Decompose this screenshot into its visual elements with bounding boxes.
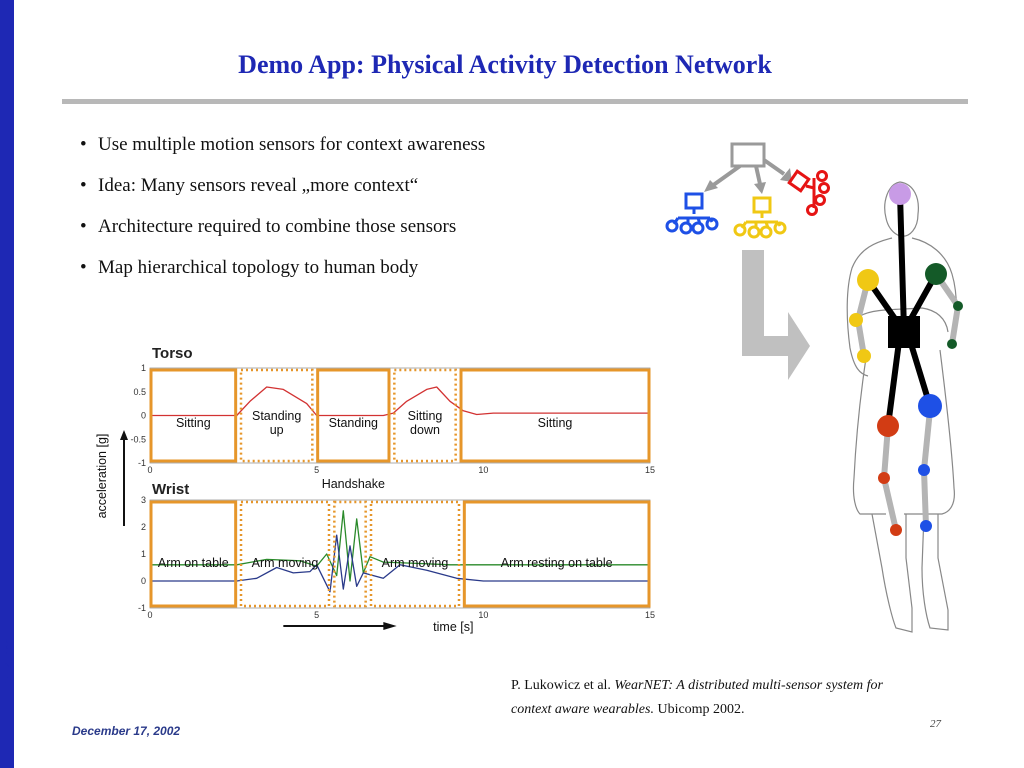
x-tick-label: 10 xyxy=(478,610,488,620)
activity-segment xyxy=(149,500,238,608)
segment-label: Arm moving xyxy=(382,556,449,570)
left-shoulder-sensor-icon xyxy=(857,269,879,291)
left-ankle-sensor-icon xyxy=(890,524,902,536)
y-tick-label: 0 xyxy=(141,576,146,586)
chart-title: Wrist xyxy=(152,481,189,498)
root-node-icon xyxy=(730,142,766,168)
citation-venue: Ubicomp 2002. xyxy=(653,702,745,717)
page-number: 27 xyxy=(930,718,941,730)
arrow-mid-icon xyxy=(754,165,762,185)
activity-segment xyxy=(369,500,461,608)
arrow-left-icon xyxy=(710,164,742,188)
activity-segment xyxy=(459,368,651,463)
right-knee-sensor-icon xyxy=(918,464,930,476)
segment-label: down xyxy=(410,423,440,437)
x-tick-label: 5 xyxy=(314,465,319,475)
segment-label: Standing xyxy=(329,416,378,430)
activity-segment xyxy=(239,368,314,463)
arrowhead-mid xyxy=(754,182,766,194)
segment-label: up xyxy=(270,423,284,437)
blue-network-icon xyxy=(665,192,719,235)
plot-frame xyxy=(149,499,651,609)
y-arrow-head xyxy=(120,430,128,440)
x-tick-label: 10 xyxy=(478,465,488,475)
citation: P. Lukowicz et al. WearNET: A distribute… xyxy=(511,674,891,722)
bullet-item: Architecture required to combine those s… xyxy=(80,206,485,247)
segment-label: Standing xyxy=(252,409,301,423)
slide-title: Demo App: Physical Activity Detection Ne… xyxy=(238,50,772,79)
segment-label: Arm moving xyxy=(252,556,319,570)
y-tick-label: -1 xyxy=(138,458,146,468)
human-body-outline xyxy=(846,181,958,633)
citation-title: WearNET: A distributed multi-sensor syst… xyxy=(511,678,883,717)
bullet-item: Idea: Many sensors reveal „more context“ xyxy=(80,165,485,206)
chart-title: Torso xyxy=(152,345,193,362)
activity-segment xyxy=(239,500,331,608)
y-tick-label: 1 xyxy=(141,363,146,373)
arrowhead-right xyxy=(780,168,792,182)
right-ankle-sensor-icon xyxy=(920,520,932,532)
body-links xyxy=(865,191,939,429)
head-sensor-icon xyxy=(889,183,911,205)
y-axis-label: acceleration [g] xyxy=(95,434,109,519)
hub-node-icon xyxy=(888,316,920,348)
y-tick-label: -0.5 xyxy=(130,434,146,444)
segment-label: Sitting xyxy=(176,416,211,430)
side-label: ETH Zurich xyxy=(3,638,15,694)
y-tick-label: 3 xyxy=(141,495,146,505)
mapping-arrow-icon xyxy=(742,250,810,380)
activity-segment xyxy=(462,500,651,608)
left-elbow-sensor-icon xyxy=(849,313,863,327)
activity-segment xyxy=(393,368,457,463)
segment-label: Sitting xyxy=(538,416,573,430)
left-wrist-sensor-icon xyxy=(857,349,871,363)
left-knee-sensor-icon xyxy=(878,472,890,484)
right-wrist-sensor-icon xyxy=(947,339,957,349)
x-tick-label: 15 xyxy=(645,610,655,620)
segment-label: Arm resting on table xyxy=(501,556,613,570)
activity-segment xyxy=(333,500,367,608)
series-line xyxy=(150,534,650,593)
footer-date: December 17, 2002 xyxy=(72,724,181,738)
body-limbs xyxy=(854,271,962,533)
x-axis-label: time [s] xyxy=(433,620,473,634)
topology-body-diagram xyxy=(665,142,963,633)
bullet-item: Use multiple motion sensors for context … xyxy=(80,124,485,165)
bullet-list: Use multiple motion sensors for context … xyxy=(80,124,485,288)
y-tick-label: 0 xyxy=(141,411,146,421)
x-tick-label: 15 xyxy=(645,465,655,475)
right-elbow-sensor-icon xyxy=(953,301,963,311)
time-arrow-head xyxy=(383,622,397,630)
activity-segment xyxy=(149,368,238,463)
yellow-network-icon xyxy=(733,196,787,239)
segment-label: Sitting xyxy=(408,409,443,423)
right-shoulder-sensor-icon xyxy=(925,263,947,285)
red-network-icon xyxy=(787,169,830,216)
activity-segment xyxy=(316,368,391,463)
annotation-label: Handshake xyxy=(322,477,385,491)
left-hip-sensor-icon xyxy=(877,415,899,437)
segment-label: Arm on table xyxy=(158,556,229,570)
x-tick-label: 0 xyxy=(147,610,152,620)
y-tick-label: 0.5 xyxy=(133,387,146,397)
citation-authors: P. Lukowicz et al. xyxy=(511,678,615,693)
y-tick-label: 2 xyxy=(141,522,146,532)
x-tick-label: 5 xyxy=(314,610,319,620)
bullet-item: Map hierarchical topology to human body xyxy=(80,247,485,288)
y-tick-label: -1 xyxy=(138,603,146,613)
arrow-right-icon xyxy=(762,158,786,176)
title-rule xyxy=(62,99,968,104)
y-tick-label: 1 xyxy=(141,549,146,559)
x-tick-label: 0 xyxy=(147,465,152,475)
arrowhead-left xyxy=(704,180,718,192)
series-line xyxy=(150,386,650,417)
right-hip-sensor-icon xyxy=(918,394,942,418)
side-bar xyxy=(0,0,14,768)
series-line xyxy=(150,510,650,582)
